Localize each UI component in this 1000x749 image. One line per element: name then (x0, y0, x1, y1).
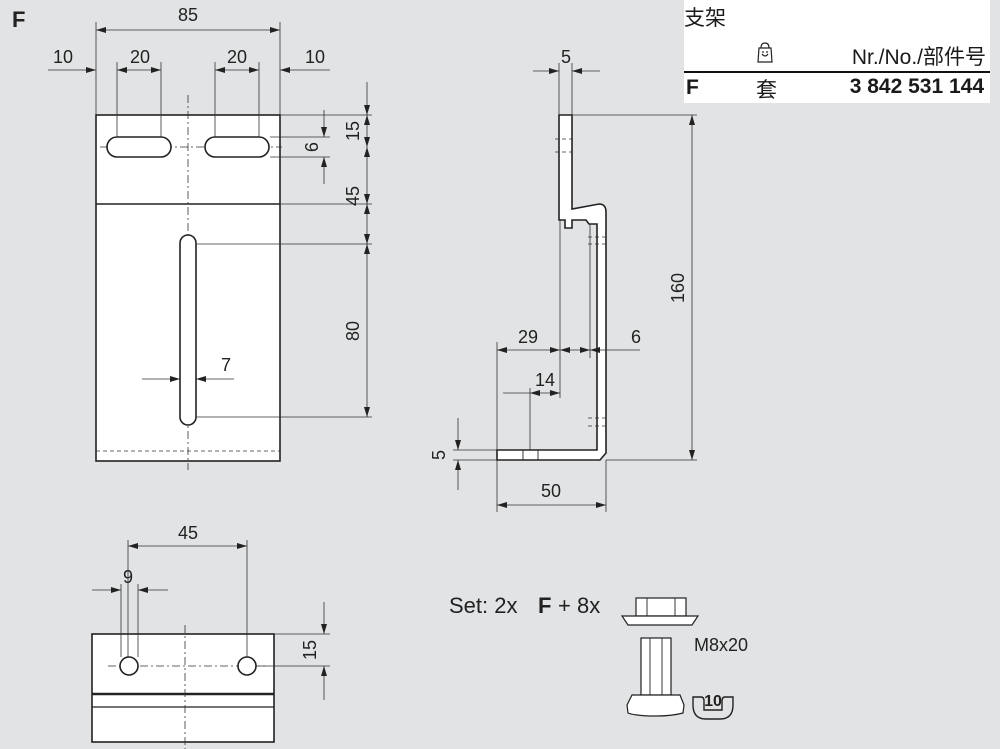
dim-left-slot: 20 (130, 47, 150, 67)
t-bolt-icon (626, 637, 685, 717)
table-header-label: Nr./No./部件号 (851, 46, 986, 69)
set-prefix: Set: 2x (449, 593, 517, 618)
wrench-size-icon: 10 (692, 693, 734, 720)
table-row-part-number[interactable]: 3 842 531 144 (849, 75, 984, 98)
set-info: Set: 2x F + 8x M8x20 10 (449, 593, 748, 720)
view-label: F (12, 7, 25, 32)
table-row-letter: F (686, 76, 699, 99)
right-slot (204, 136, 270, 158)
package-icon (757, 42, 773, 63)
hex-nut-icon (620, 597, 700, 626)
dim-vertical-slot: 80 (343, 321, 363, 341)
dim-base-length: 50 (541, 481, 561, 501)
dim-right-slot: 20 (227, 47, 247, 67)
dim-base-thickness: 5 (429, 450, 449, 460)
dim-top-offset: 15 (343, 121, 363, 141)
table-row-quantity: 套 (756, 79, 777, 102)
dim-slot-height: 9 (301, 142, 321, 152)
dim-bend-height: 45 (343, 186, 363, 206)
dim-offset-29: 29 (518, 327, 538, 347)
tool-size: 10 (704, 693, 722, 710)
part-table: 支架 Nr./No./部件号 F 套 3 842 531 144 (684, 0, 990, 103)
side-view: 5 160 29 6 14 5 50 (429, 47, 697, 512)
dim-edge-offset: 15 (300, 640, 320, 660)
dim-left-margin: 10 (53, 47, 73, 67)
left-slot (106, 136, 172, 158)
dim-top-thickness: 5 (561, 47, 571, 67)
dim-width: 85 (178, 5, 198, 25)
set-letter: F (538, 593, 551, 618)
dim-height: 160 (668, 273, 688, 303)
dim-slot-width: 7 (221, 355, 231, 375)
table-title: 支架 (684, 7, 726, 30)
dim-offset-14: 14 (535, 370, 555, 390)
table-divider (684, 71, 990, 73)
dim-hole-spacing: 45 (178, 523, 198, 543)
right-hole (237, 656, 257, 676)
dim-wall-thickness: 6 (631, 327, 641, 347)
bottom-view: 45 9 15 (91, 523, 330, 749)
dim-hole-diameter: 9 (123, 567, 133, 587)
bolt-label: M8x20 (694, 635, 748, 655)
vertical-slot (179, 234, 197, 426)
dim-right-margin: 10 (305, 47, 325, 67)
set-middle: + 8x (558, 593, 600, 618)
front-view: 85 10 20 20 10 15 45 80 9 7 (48, 5, 372, 470)
left-hole (119, 656, 139, 676)
